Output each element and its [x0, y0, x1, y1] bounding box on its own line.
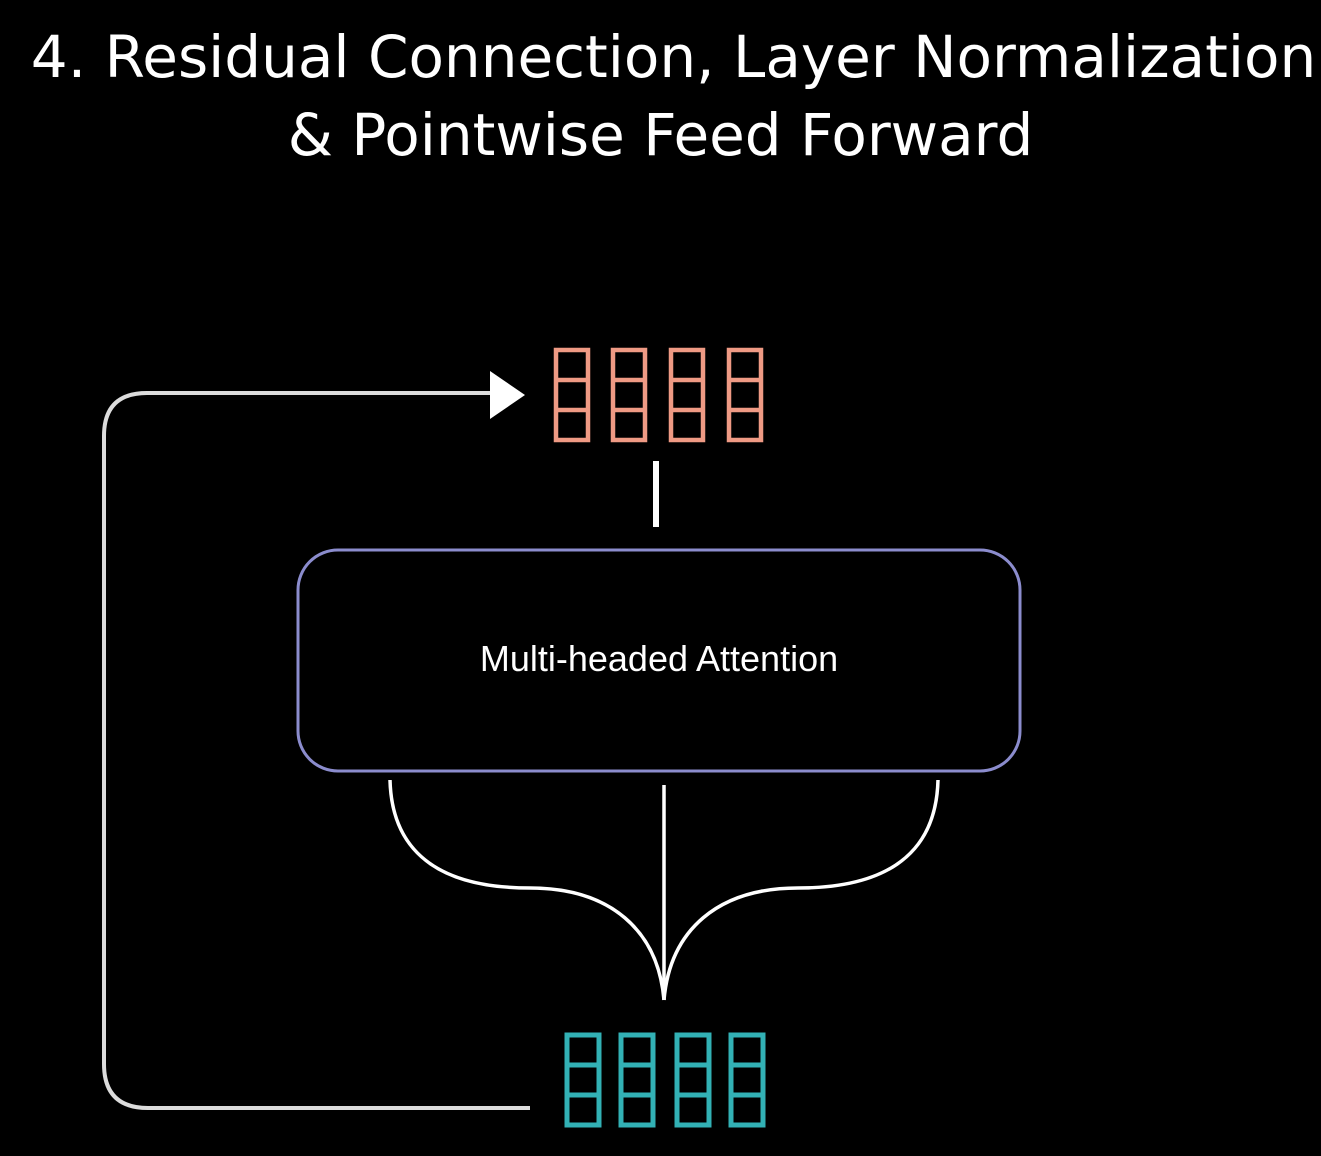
output-vector — [610, 347, 648, 443]
input-vector — [728, 1032, 766, 1128]
output-vector — [668, 347, 706, 443]
output-vectors — [553, 347, 764, 443]
input-branch-left — [388, 779, 666, 1001]
residual-connection-line — [102, 391, 530, 1110]
input-branch-right — [662, 779, 940, 1001]
slide-title-line-2: & Pointwise Feed Forward — [287, 101, 1034, 169]
input-branch-lines — [388, 779, 940, 1001]
input-vector — [674, 1032, 712, 1128]
input-vector — [564, 1032, 602, 1128]
input-vectors — [564, 1032, 766, 1128]
residual-arrow-head-icon — [490, 371, 525, 419]
slide-title: 4. Residual Connection, Layer Normalizat… — [0, 18, 1321, 174]
attention-block-label: Multi-headed Attention — [479, 638, 839, 679]
multi-headed-attention-block — [296, 548, 1022, 773]
output-vector — [726, 347, 764, 443]
slide-title-line-1: 4. Residual Connection, Layer Normalizat… — [30, 23, 1317, 91]
output-vector — [553, 347, 591, 443]
input-vector — [618, 1032, 656, 1128]
